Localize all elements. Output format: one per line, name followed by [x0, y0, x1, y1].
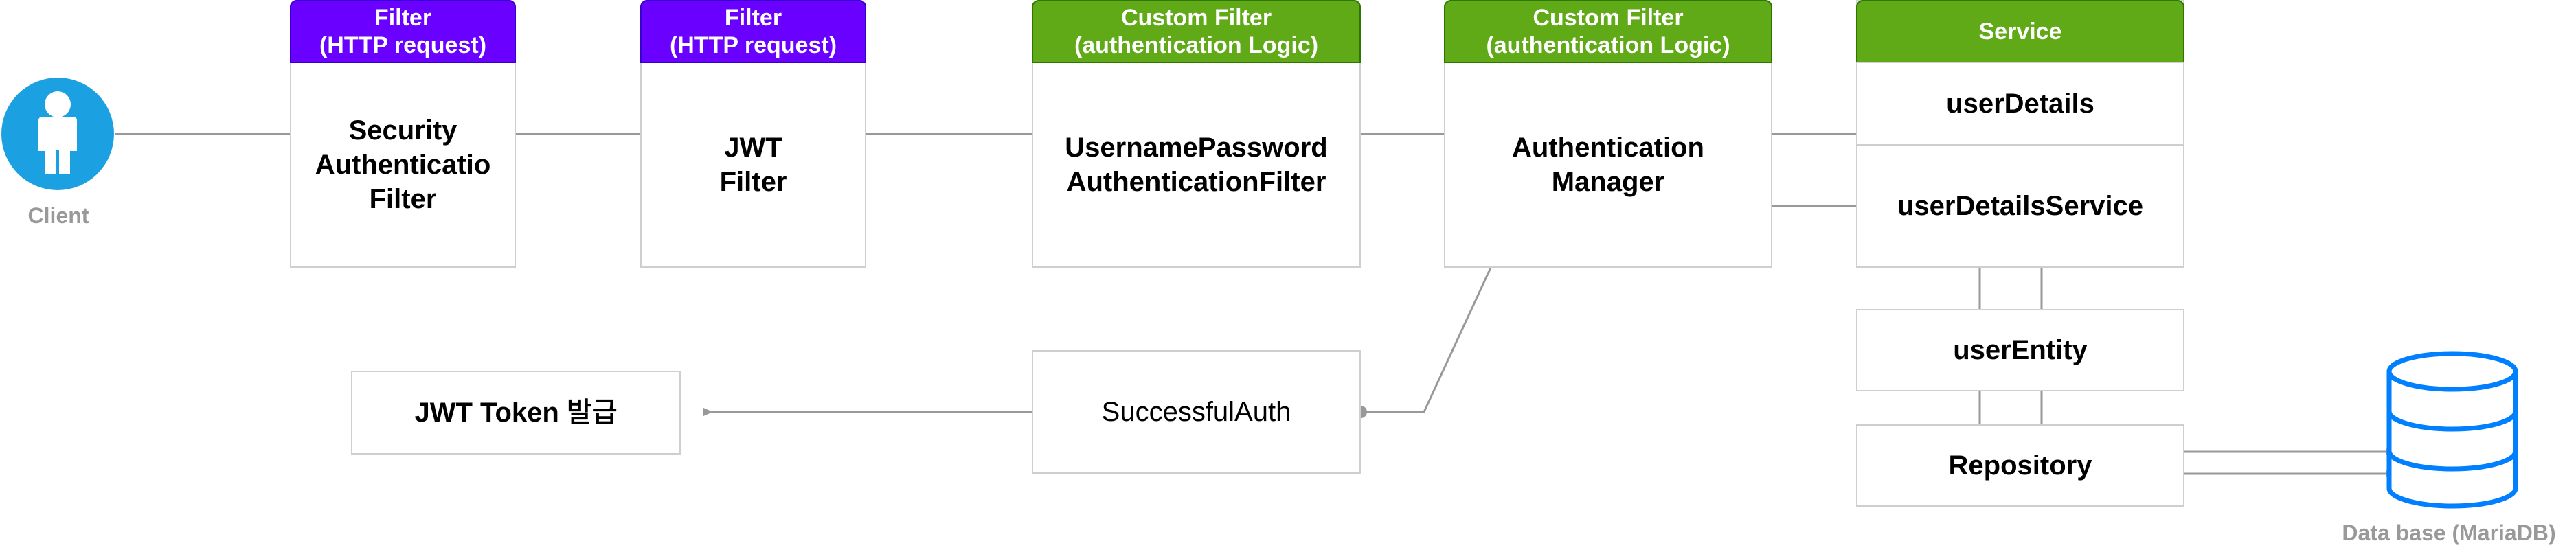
filter-3-line-1: UsernamePassword [1065, 133, 1328, 163]
filter-2-line-1: JWT [724, 133, 782, 163]
jwt-token-issue-label: JWT Token 발급 [414, 398, 618, 428]
filter-1-line-3: Filter [369, 184, 437, 214]
filter-1-line-2: Authenticatio [315, 150, 491, 180]
user-entity-label: userEntity [1953, 335, 2088, 365]
filter-2-header: Filter (HTTP request) [640, 0, 866, 63]
filter-4-header-line-1: Custom Filter [1533, 5, 1684, 31]
jwt-filter-box[interactable]: JWT Filter [640, 62, 866, 268]
service-header-label: Service [1978, 19, 2062, 45]
connector-manager-successfulauth [1361, 267, 1492, 413]
filter-3-header: Custom Filter (authentication Logic) [1032, 0, 1361, 63]
user-details-label: userDetails [1946, 89, 2094, 119]
user-details-service-label: userDetailsService [1897, 191, 2143, 221]
database-icon[interactable] [2384, 347, 2521, 511]
username-password-filter-box[interactable]: UsernamePassword AuthenticationFilter [1032, 62, 1361, 268]
filter-1-line-1: Security [348, 115, 457, 146]
filter-3-line-2: AuthenticationFilter [1066, 167, 1326, 197]
filter-1-header: Filter (HTTP request) [290, 0, 516, 63]
authentication-manager-label: Authentication Manager [1445, 63, 1771, 266]
filter-4-line-2: Manager [1551, 167, 1665, 197]
jwt-token-issue-box[interactable]: JWT Token 발급 [351, 371, 681, 455]
service-header: Service [1856, 0, 2184, 63]
filter-2-line-2: Filter [719, 167, 787, 197]
authentication-manager-box[interactable]: Authentication Manager [1444, 62, 1772, 268]
username-password-filter-label: UsernamePassword AuthenticationFilter [1033, 63, 1359, 266]
security-authentication-filter-box[interactable]: Security Authenticatio Filter [290, 62, 516, 268]
filter-2-header-line-2: (HTTP request) [669, 32, 837, 58]
database-label: Data base (MariaDB) [2342, 520, 2556, 545]
filter-4-line-1: Authentication [1512, 133, 1704, 163]
security-authentication-filter-label: Security Authenticatio Filter [291, 63, 515, 266]
filter-4-header: Custom Filter (authentication Logic) [1444, 0, 1772, 63]
filter-2-header-line-1: Filter [724, 5, 782, 31]
successful-auth-box[interactable]: SuccessfulAuth [1032, 350, 1361, 474]
user-details-box[interactable]: userDetails [1856, 62, 2184, 146]
filter-1-header-line-1: Filter [374, 5, 432, 31]
client-user-icon[interactable] [0, 76, 117, 192]
filter-4-header-line-2: (authentication Logic) [1486, 32, 1730, 58]
filter-3-header-line-1: Custom Filter [1120, 5, 1272, 31]
repository-label: Repository [1948, 450, 2092, 481]
successful-auth-label: SuccessfulAuth [1101, 397, 1291, 427]
user-details-service-box[interactable]: userDetailsService [1856, 144, 2184, 268]
user-entity-box[interactable]: userEntity [1856, 309, 2184, 391]
client-label: Client [27, 203, 89, 228]
filter-3-header-line-2: (authentication Logic) [1074, 32, 1319, 58]
repository-box[interactable]: Repository [1856, 424, 2184, 507]
jwt-filter-label: JWT Filter [642, 63, 865, 266]
filter-1-header-line-2: (HTTP request) [319, 32, 487, 58]
